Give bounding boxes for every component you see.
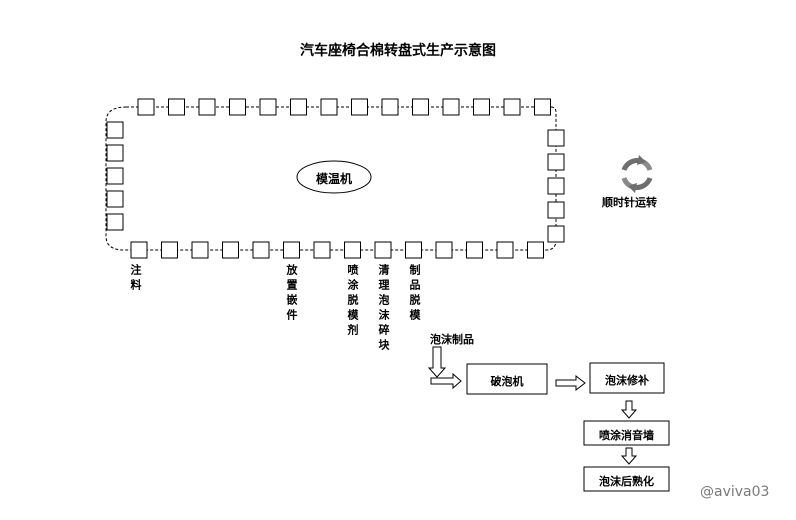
mold-box	[259, 98, 277, 116]
mold-box	[534, 98, 551, 116]
foam-product-arrow	[427, 346, 462, 390]
arrow-crush-to-repair	[555, 374, 586, 392]
arrow-repair-to-spray	[620, 400, 638, 419]
station-label-inject: 注料	[129, 264, 142, 294]
mold-box	[351, 98, 368, 116]
mold-box	[198, 98, 216, 116]
mold-box	[547, 177, 565, 195]
mold-box	[320, 98, 338, 116]
crush-box	[466, 363, 548, 395]
mold-box	[547, 225, 565, 243]
repair-label: 泡沫修补	[605, 374, 649, 387]
mold-box	[130, 241, 148, 259]
conveyor-loop	[105, 106, 557, 251]
arrow-spray-to-cure	[620, 447, 638, 465]
mold-temp-machine-label: 模温机	[315, 172, 352, 186]
mold-box	[191, 241, 209, 259]
mold-box	[405, 241, 422, 259]
post-cure-label: 泡沫后熟化	[599, 475, 654, 488]
mold-box	[527, 241, 544, 259]
mold-box	[106, 190, 124, 208]
station-label-demold: 制品脱模	[408, 264, 421, 324]
mold-group	[106, 98, 565, 259]
mold-box	[374, 241, 392, 259]
mold-box	[313, 241, 331, 259]
mold-temp-machine	[296, 160, 372, 194]
mold-box	[412, 98, 429, 116]
mold-box	[381, 98, 399, 116]
mold-box	[466, 241, 483, 259]
mold-box	[161, 241, 178, 259]
mold-box	[290, 98, 307, 116]
mold-box	[106, 167, 124, 185]
repair-box	[589, 362, 665, 394]
mold-box	[252, 241, 270, 259]
mold-box	[344, 241, 361, 259]
mold-box	[137, 98, 155, 116]
rotation-icon	[621, 155, 653, 193]
watermark: @aviva03	[700, 484, 770, 500]
station-label-clean: 清理泡沫碎块	[377, 264, 390, 354]
foam-product-label: 泡沫制品	[430, 333, 474, 346]
diagram-title: 汽车座椅合棉转盘式生产示意图	[300, 43, 496, 59]
mold-box	[283, 241, 300, 259]
mold-box	[442, 98, 460, 116]
mold-box	[106, 144, 124, 162]
mold-box	[547, 129, 565, 147]
mold-box	[496, 241, 514, 259]
mold-box	[106, 213, 124, 231]
mold-box	[106, 121, 124, 139]
crush-label: 破泡机	[490, 375, 524, 388]
station-label-spray: 喷涂脱模剂	[346, 264, 359, 339]
spray-wall-label: 喷涂消音墙	[599, 429, 654, 442]
mold-box	[435, 241, 453, 259]
station-label-insert: 放置嵌件	[285, 264, 298, 324]
mold-box	[473, 98, 490, 116]
mold-box	[547, 201, 565, 219]
rotation-label: 顺时针运转	[602, 196, 657, 209]
post-cure-box	[583, 466, 670, 492]
mold-box	[547, 153, 565, 171]
mold-box	[168, 98, 185, 116]
mold-box	[222, 241, 239, 259]
mold-box	[229, 98, 246, 116]
spray-wall-box	[583, 420, 670, 446]
mold-box	[503, 98, 521, 116]
